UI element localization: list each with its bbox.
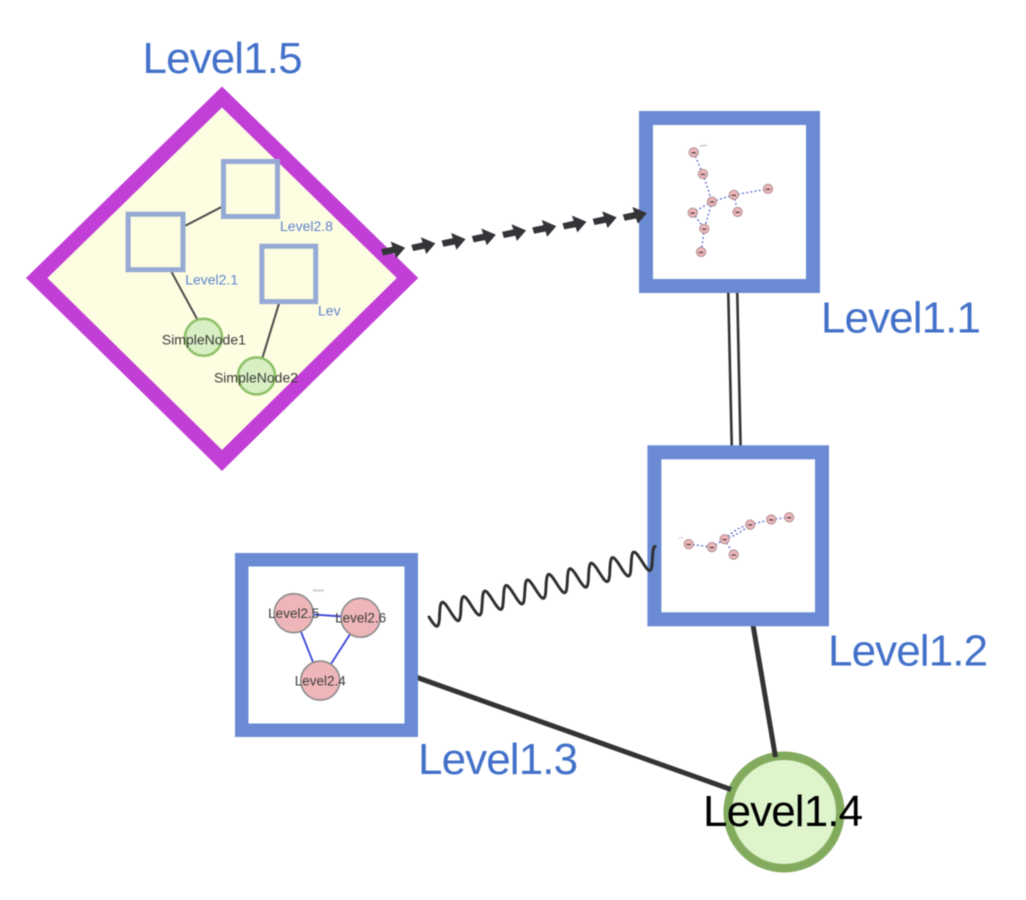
svg-text:Level2.4: Level2.4	[295, 674, 347, 689]
svg-text:Level2.5: Level2.5	[268, 606, 319, 621]
svg-text:Level2.6: Level2.6	[335, 611, 386, 626]
svg-text:Level1.3: Level1.3	[418, 735, 577, 784]
svg-text:Level1.2: Level1.2	[828, 627, 987, 676]
svg-text:SimpleNode1: SimpleNode1	[162, 332, 246, 348]
svg-text:Lev: Lev	[318, 303, 341, 319]
svg-text:Level1.4: Level1.4	[703, 787, 863, 836]
svg-text:Level2.8: Level2.8	[280, 218, 333, 234]
svg-text:Level1.5: Level1.5	[143, 34, 302, 83]
svg-text:SimpleNode2: SimpleNode2	[214, 370, 298, 386]
svg-text:Level1.1: Level1.1	[821, 294, 980, 343]
svg-text:Level2.1: Level2.1	[185, 271, 238, 287]
